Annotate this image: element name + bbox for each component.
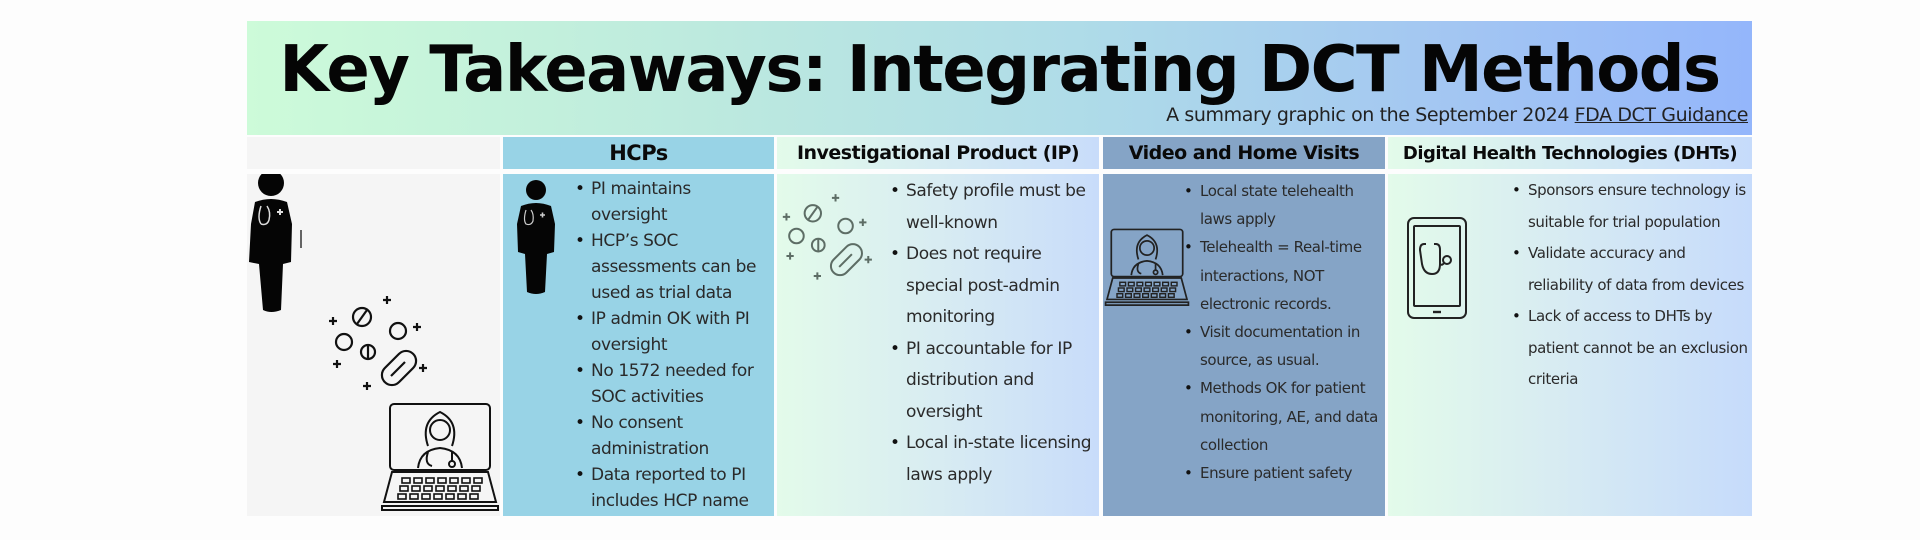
header-video-visits: Video and Home Visits xyxy=(1103,137,1385,169)
ip-list: Safety profile must be well-known Does n… xyxy=(890,176,1098,491)
list-item: Local in-state licensing laws apply xyxy=(890,428,1098,491)
header-icons-col xyxy=(247,137,500,169)
fda-guidance-link[interactable]: FDA DCT Guidance xyxy=(1574,104,1749,126)
list-item: Does not require special post-admin moni… xyxy=(890,239,1098,334)
header-hcps: HCPs xyxy=(503,137,774,169)
telehealth-laptop-icon xyxy=(1104,228,1190,306)
list-item: Ensure patient safety xyxy=(1184,459,1384,487)
list-item: Local state telehealth laws apply xyxy=(1184,177,1384,233)
list-item: Telehealth = Real-time interactions, NOT… xyxy=(1184,233,1384,318)
subtitle: A summary graphic on the September 2024 … xyxy=(1166,104,1748,126)
list-item: Lack of access to DHTs by patient cannot… xyxy=(1512,301,1750,396)
list-item: PI maintains oversight xyxy=(575,176,771,228)
pills-icon xyxy=(782,194,872,280)
doctor-silhouette-icon xyxy=(249,174,302,312)
doctor-silhouette-icon xyxy=(517,180,555,294)
list-item: Visit documentation in source, as usual. xyxy=(1184,318,1384,374)
list-item: Data reported to PI includes HCP name xyxy=(575,462,771,514)
subtitle-text: A summary graphic on the September 2024 xyxy=(1166,104,1575,126)
header-dht: Digital Health Technologies (DHTs) xyxy=(1388,137,1752,169)
hcps-list: PI maintains oversight HCP’s SOC assessm… xyxy=(575,176,771,514)
page-title: Key Takeaways: Integrating DCT Methods xyxy=(279,33,1721,107)
video-visits-list: Local state telehealth laws apply Telehe… xyxy=(1184,177,1384,487)
icon-column xyxy=(247,174,500,516)
hcps-panel: PI maintains oversight HCP’s SOC assessm… xyxy=(503,174,774,516)
list-item: PI accountable for IP distribution and o… xyxy=(890,334,1098,429)
list-item: No 1572 needed for SOC activities xyxy=(575,358,771,410)
header-ip: Investigational Product (IP) xyxy=(777,137,1099,169)
dht-list: Sponsors ensure technology is suitable f… xyxy=(1512,175,1750,396)
list-item: IP admin OK with PI oversight xyxy=(575,306,771,358)
title-banner: Key Takeaways: Integrating DCT Methods A… xyxy=(247,21,1752,135)
video-visits-panel: Local state telehealth laws apply Telehe… xyxy=(1103,174,1385,516)
list-item: Methods OK for patient monitoring, AE, a… xyxy=(1184,374,1384,459)
list-item: Safety profile must be well-known xyxy=(890,176,1098,239)
list-item: HCP’s SOC assessments can be used as tri… xyxy=(575,228,771,306)
ip-panel: Safety profile must be well-known Does n… xyxy=(777,174,1099,516)
tablet-stethoscope-icon xyxy=(1407,217,1467,319)
pills-icon xyxy=(329,296,427,390)
list-item: Sponsors ensure technology is suitable f… xyxy=(1512,175,1750,238)
list-item: Validate accuracy and reliability of dat… xyxy=(1512,238,1750,301)
dht-panel: Sponsors ensure technology is suitable f… xyxy=(1388,174,1752,516)
list-item: No consent administration xyxy=(575,410,771,462)
telehealth-laptop-icon xyxy=(381,403,499,511)
